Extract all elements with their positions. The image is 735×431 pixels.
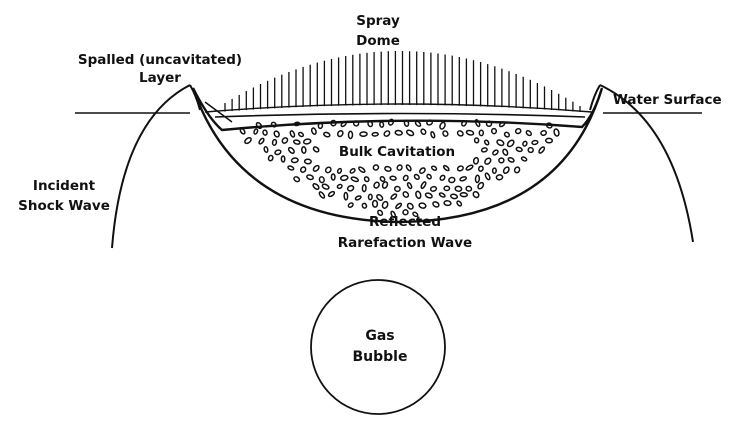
water-surface-line: [75, 113, 702, 117]
bulk-cavitation-label: Bulk Cavitation: [339, 144, 455, 160]
spalled-layer-boundary: [205, 104, 592, 112]
incident-shock-wave-label-line2: Shock Wave: [18, 198, 110, 214]
water-surface-label: Water Surface: [613, 92, 722, 108]
incident-shock-wave-right: [600, 85, 693, 242]
incident-shock-wave-left: [112, 85, 190, 248]
gas-bubble-label-line1: Gas: [365, 328, 394, 344]
reflected-rarefaction-wave-label-line2: Rarefaction Wave: [338, 235, 472, 251]
gas-bubble-label-line2: Bubble: [353, 349, 408, 365]
incident-shock-wave-label-line1: Incident: [33, 178, 96, 194]
reflected-rarefaction-wave-label-line1: Reflected: [369, 214, 441, 230]
spray-dome-label-line2: Dome: [356, 33, 400, 49]
spalled-layer-label-line1: Spalled (uncavitated): [78, 52, 242, 68]
spray-dome-label-line1: Spray: [356, 13, 400, 29]
gas-bubble: [311, 280, 445, 414]
spray-dome: [225, 51, 580, 112]
spalled-layer-label-line2: Layer: [139, 70, 181, 86]
